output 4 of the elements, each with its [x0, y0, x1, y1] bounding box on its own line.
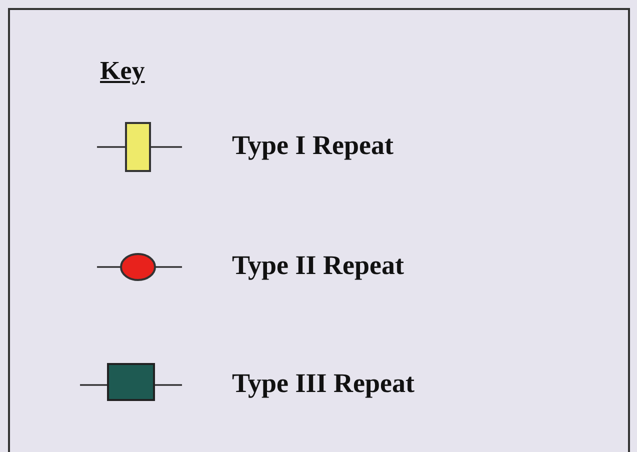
- key-heading: Key: [100, 56, 145, 86]
- legend-text: Type I Repeat: [232, 130, 394, 161]
- legend-text: Type II Repeat: [232, 250, 404, 281]
- legend-text: Type III Repeat: [232, 368, 415, 399]
